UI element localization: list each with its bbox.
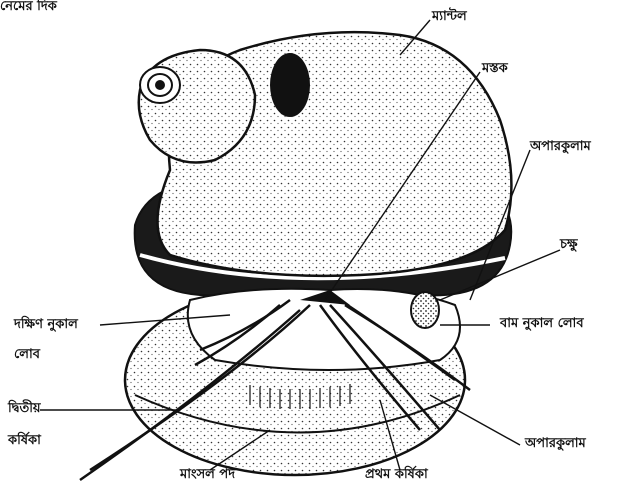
label-right-nuchal-lobe-1: দক্ষিণ নুকাল (14, 318, 78, 331)
label-operculum-bottom: অপারকুলাম (525, 437, 586, 450)
label-second-tentacle-1: দ্বিতীয় (8, 402, 41, 415)
label-first-tentacle: প্রথম কর্ষিকা (365, 468, 428, 481)
shell (139, 32, 512, 276)
label-foot: মাংসল পদ (180, 468, 235, 481)
label-eye: চক্ষু (560, 238, 578, 251)
label-left-nuchal-lobe: বাম নুকাল লোব (500, 317, 584, 330)
label-right-nuchal-lobe-2: লোব (14, 348, 40, 361)
caption-fragment: নেমের দিক (0, 0, 57, 13)
label-head: মস্তক (482, 62, 508, 75)
eye (411, 292, 439, 328)
label-mantle: ম্যান্টল (432, 10, 467, 23)
shell-dark-spot (270, 53, 310, 117)
label-operculum: অপারকুলাম (530, 140, 591, 153)
label-second-tentacle-2: কর্ষিকা (8, 434, 41, 447)
